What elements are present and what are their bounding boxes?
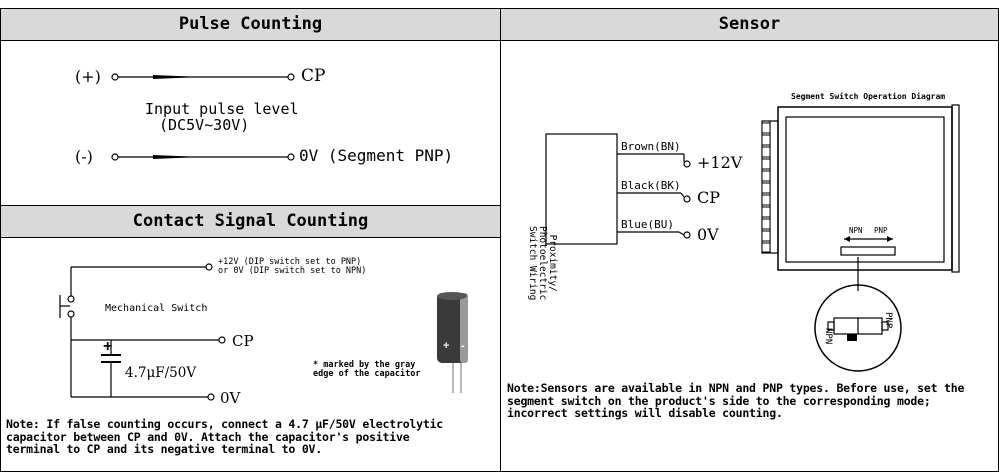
contact-zero-label: 0V bbox=[220, 389, 241, 407]
pulse-counting-panel: Pulse Counting (+) CP Input pulse level … bbox=[0, 8, 501, 206]
pulse-plus-label: (+) bbox=[75, 67, 101, 86]
pulse-counting-title: Pulse Counting bbox=[1, 9, 500, 41]
sensor-v12-label: +12V bbox=[697, 153, 743, 172]
sensor-box-label: Proximity/ Photoelectric Switch Wiring bbox=[527, 226, 558, 301]
contact-note-line3: terminal to CP and its negative terminal… bbox=[6, 442, 323, 456]
contact-counting-panel: Contact Signal Counting bbox=[0, 205, 501, 472]
pulse-minus-label: (-) bbox=[75, 147, 93, 166]
sensor-title: Sensor bbox=[501, 9, 998, 41]
npn-top-label: NPN bbox=[849, 226, 863, 235]
pnp-top-label: PNP bbox=[874, 226, 888, 235]
sensor-box-line3: Switch Wiring bbox=[527, 226, 538, 301]
contact-counting-title: Contact Signal Counting bbox=[1, 206, 500, 238]
brown-wire-label: Brown(BN) bbox=[621, 140, 681, 153]
contact-note-line1: Note: If false counting occurs, connect … bbox=[6, 417, 444, 431]
capacitor-gray-edge bbox=[460, 293, 468, 363]
svg-text:+: + bbox=[103, 338, 112, 355]
capacitor-value-label: 4.7μF/50V bbox=[125, 365, 197, 381]
svg-text:-: - bbox=[461, 340, 465, 352]
sensor-zero-label: 0V bbox=[697, 225, 719, 244]
sensor-note-line1: Note:Sensors are available in NPN and PN… bbox=[507, 381, 965, 395]
sensor-box-line1: Proximity/ bbox=[547, 234, 558, 292]
pnp-rotated-label: PNP bbox=[883, 312, 893, 329]
sensor-note-line2: segment switch on the product's side to … bbox=[507, 393, 931, 408]
sensor-panel: Sensor bbox=[500, 8, 999, 472]
contact-cp-label: CP bbox=[232, 332, 254, 350]
pulse-wiring-drawing bbox=[111, 73, 295, 161]
sensor-note: Note:Sensors are available in NPN and PN… bbox=[507, 382, 995, 420]
contact-note: Note: If false counting occurs, connect … bbox=[6, 418, 498, 456]
v12-label-line1: +12V (DIP switch set to PNP) bbox=[218, 257, 362, 267]
black-wire-label: Black(BK) bbox=[621, 179, 681, 192]
pulse-level-line1: Input pulse level bbox=[145, 100, 299, 118]
sensor-wiring-drawing bbox=[545, 104, 960, 372]
sensor-note-line3: incorrect settings will disable counting… bbox=[507, 406, 783, 420]
v12-label-line2: or 0V (DIP switch set to NPN) bbox=[218, 266, 367, 276]
contact-wiring-drawing: + + - bbox=[59, 263, 468, 401]
npn-rotated-label: NPN bbox=[823, 328, 833, 345]
sensor-box-line2: Photoelectric bbox=[537, 226, 548, 301]
segment-diagram-title: Segment Switch Operation Diagram bbox=[791, 92, 946, 101]
contact-note-line2: capacitor between CP and 0V. Attach the … bbox=[6, 429, 410, 444]
mechanical-switch-label: Mechanical Switch bbox=[105, 303, 208, 314]
svg-text:+: + bbox=[443, 340, 449, 352]
pulse-cp-label: CP bbox=[301, 66, 326, 86]
marked-note-line1: * marked by the gray bbox=[313, 360, 416, 370]
sensor-cp-label: CP bbox=[697, 188, 721, 207]
pulse-level-line2: (DC5V~30V) bbox=[159, 116, 250, 134]
marked-note-line2: edge of the capacitor bbox=[313, 369, 421, 379]
pulse-zero-label: 0V (Segment PNP) bbox=[299, 146, 454, 165]
blue-wire-label: Blue(BU) bbox=[621, 218, 674, 231]
